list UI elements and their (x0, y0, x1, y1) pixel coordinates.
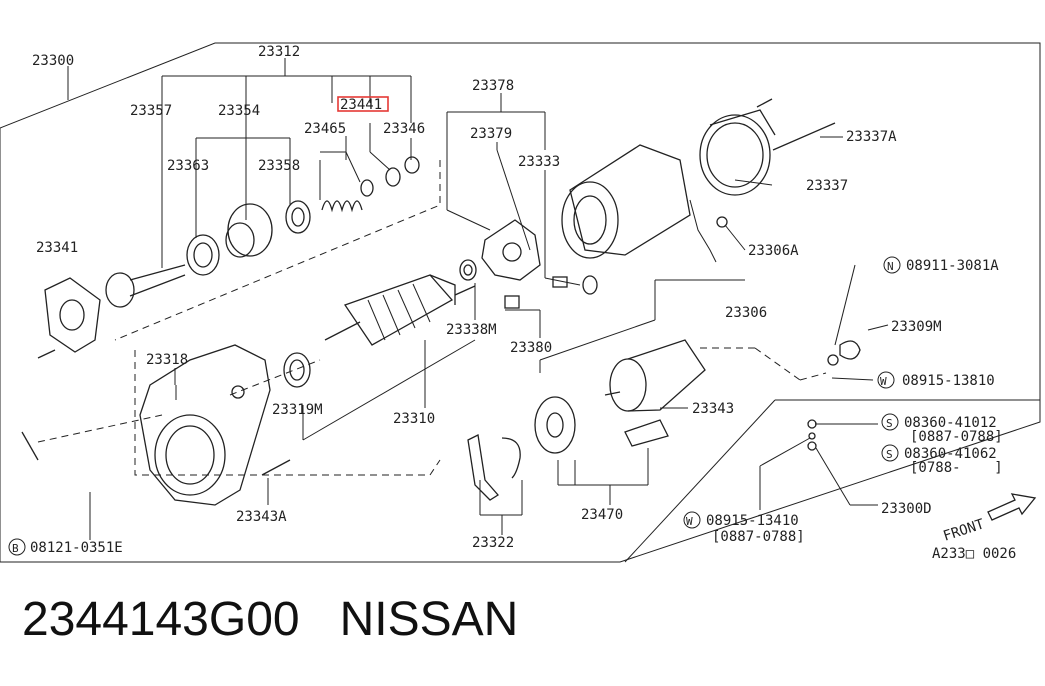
svg-text:[0887-0788]: [0887-0788] (712, 529, 805, 545)
svg-text:08360-41012: 08360-41012 (904, 415, 997, 431)
part-solenoid (604, 339, 706, 412)
svg-text:08915-13410: 08915-13410 (706, 513, 799, 529)
front-label: FRONT (941, 516, 987, 544)
part-pinion-23357 (105, 264, 186, 308)
part-plate-23470 (534, 396, 669, 454)
label-23319M: 23319M (272, 402, 323, 418)
fastener-b-08121: B 08121-0351E (8, 538, 123, 556)
label-23470: 23470 (581, 507, 623, 523)
label-23357: 23357 (130, 103, 172, 119)
svg-text:W: W (880, 375, 887, 388)
label-23341: 23341 (36, 240, 78, 256)
fastener-s-08360-41062: S 08360-41062 [0788- ] (881, 444, 1003, 476)
label-23300: 23300 (32, 53, 74, 69)
label-23379: 23379 (470, 126, 512, 142)
label-23465: 23465 (304, 121, 346, 137)
part-drive-housing (139, 344, 271, 506)
fastener-n-08911: N 08911-3081A (883, 256, 999, 274)
part-nut-23346 (404, 156, 420, 174)
fastener-w-08915-13810: W 08915-13810 (877, 371, 995, 389)
frame-divider (624, 399, 776, 563)
svg-text:08360-41062: 08360-41062 (904, 446, 997, 462)
label-23309M: 23309M (891, 319, 942, 335)
part-rear-cover (699, 98, 836, 196)
part-lever-23322 (467, 434, 521, 501)
label-23337A: 23337A (846, 129, 897, 145)
svg-text:[0788- ]: [0788- ] (910, 460, 1003, 476)
part-bearing-23338M (459, 259, 477, 281)
frame-outline (0, 42, 1041, 563)
part-yoke (561, 144, 728, 263)
label-23343A: 23343A (236, 509, 287, 525)
label-23354: 23354 (218, 103, 260, 119)
label-23337: 23337 (806, 178, 848, 194)
svg-text:W: W (686, 515, 693, 528)
label-23300D: 23300D (881, 501, 932, 517)
assembly-dashes (37, 160, 827, 476)
part-hardware-stack (807, 419, 817, 451)
label-23343: 23343 (692, 401, 734, 417)
part-brush-holder (481, 219, 598, 309)
label-23363: 23363 (167, 158, 209, 174)
fastener-s-08360-41012: S 08360-41012 [0887-0788] (881, 413, 1003, 445)
label-23322: 23322 (472, 535, 514, 551)
part-ring-23358 (285, 200, 311, 234)
part-spring-23465 (321, 200, 363, 213)
label-23380: 23380 (510, 340, 552, 356)
part-bearing-23363 (186, 234, 220, 276)
label-23306A: 23306A (748, 243, 799, 259)
svg-text:08911-3081A: 08911-3081A (906, 258, 999, 274)
part-bolt-08121 (21, 431, 39, 461)
diagram-code: A233□ 0026 (932, 546, 1016, 562)
front-arrow-icon (987, 493, 1037, 521)
label-23312: 23312 (258, 44, 300, 60)
svg-text:N: N (887, 260, 894, 273)
label-23306: 23306 (725, 305, 767, 321)
part-bearing-23319M (283, 352, 311, 388)
part-number: 2344143G00 (22, 593, 300, 646)
svg-text:08121-0351E: 08121-0351E (30, 540, 123, 556)
svg-text:B: B (12, 542, 19, 555)
svg-text:S: S (886, 417, 893, 430)
part-bracket-23341 (37, 277, 101, 359)
parts-diagram: 23300 23312 23357 23354 23441 23465 2334… (0, 42, 1041, 563)
part-bolt-23343A (261, 459, 291, 476)
label-23318: 23318 (146, 352, 188, 368)
label-23441: 23441 (340, 97, 382, 113)
svg-text:[0887-0788]: [0887-0788] (910, 429, 1003, 445)
part-terminal-23309M (827, 340, 861, 366)
leader-lines (67, 58, 889, 540)
label-23338M: 23338M (446, 322, 497, 338)
label-23358: 23358 (258, 158, 300, 174)
svg-text:08915-13810: 08915-13810 (902, 373, 995, 389)
brand-name: NISSAN (339, 593, 519, 646)
fastener-w-08915-13410: W 08915-13410 [0887-0788] (683, 511, 805, 545)
part-armature (324, 274, 476, 346)
label-23333: 23333 (518, 154, 560, 170)
label-23346: 23346 (383, 121, 425, 137)
highlight-box (337, 96, 389, 112)
label-23310: 23310 (393, 411, 435, 427)
svg-text:S: S (886, 448, 893, 461)
part-caption: 2344143G00 NISSAN (22, 596, 518, 644)
label-23378: 23378 (472, 78, 514, 94)
part-clutch-23354 (225, 203, 273, 258)
part-washer-23441 (360, 167, 401, 197)
